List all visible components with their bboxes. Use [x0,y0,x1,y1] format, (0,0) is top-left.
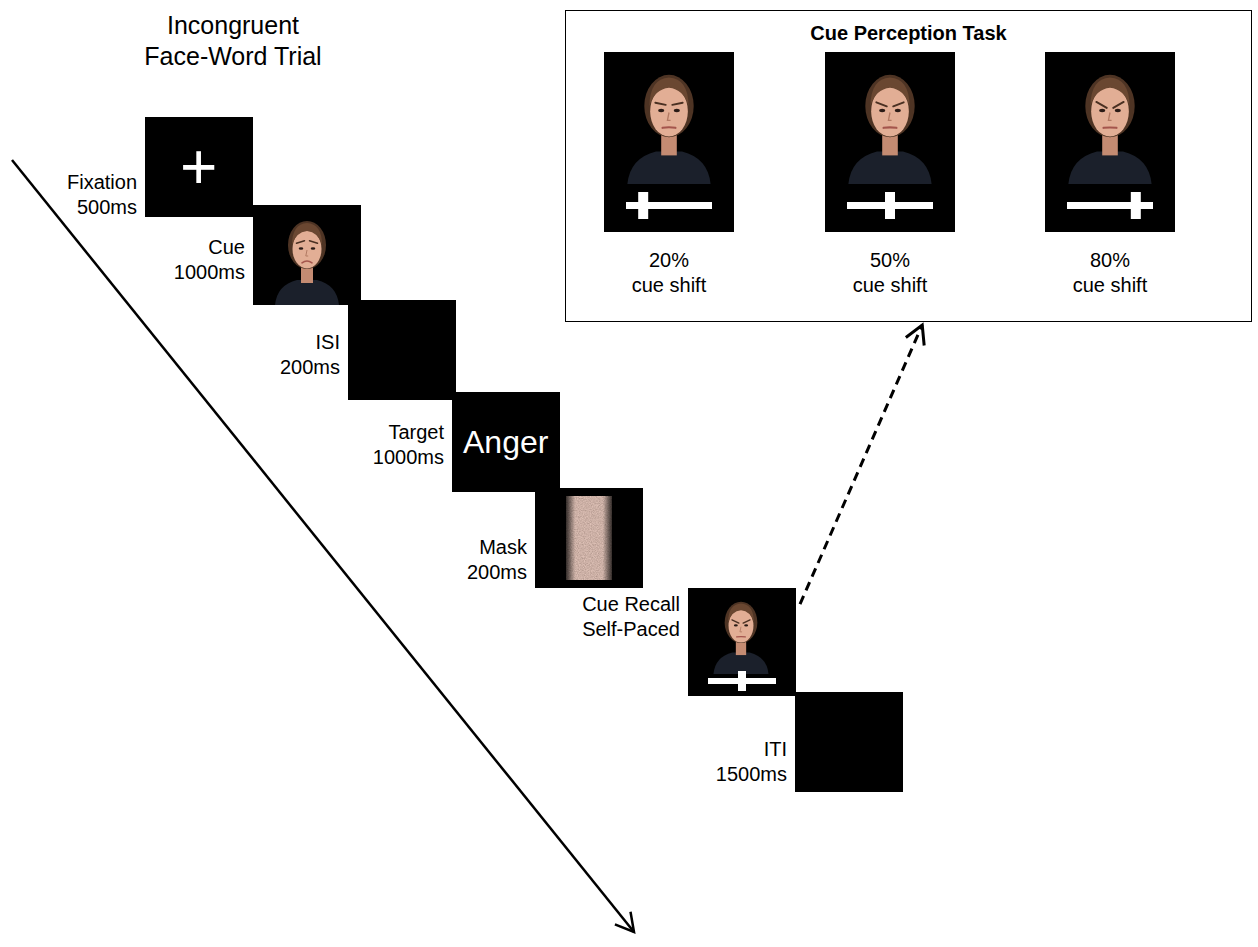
target-word: Anger [463,426,548,458]
screen-label: ITI 1500ms [713,737,787,787]
connector-line [800,325,922,604]
noise-mask [535,488,643,588]
arrowhead [906,325,924,345]
face-photo [688,588,796,696]
screen-label: Target 1000ms [370,420,444,470]
screen-label: Cue Recall Self-Paced [580,592,680,642]
trial-screen: Cue Recall Self-Paced [688,588,796,696]
face-panel: 20% cue shift [604,52,734,232]
trial-screen: Target 1000msAnger [452,392,560,492]
trial-screen: Fixation 500ms+ [145,117,253,217]
shift-label: 80% cue shift [1072,248,1149,298]
screen-label: Cue 1000ms [171,235,245,285]
face-photo [253,205,361,305]
shift-label: 50% cue shift [852,248,929,298]
panel-title: Cue Perception Task [808,21,1009,46]
dashed-arrow [800,325,924,604]
diagram-title: Incongruent Face-Word Trial [143,10,323,73]
trial-screen: ISI 200ms [348,300,456,400]
fixation-cross: + [180,135,217,199]
trial-screen: Mask 200ms [535,488,643,588]
time-arrowhead [615,912,634,932]
trial-screen: ITI 1500ms [795,692,903,792]
face-photo [604,52,734,232]
screen-label: ISI 200ms [277,330,340,380]
face-panel: 50% cue shift [825,52,955,232]
face-panel: 80% cue shift [1045,52,1175,232]
screen-label: Fixation 500ms [64,170,137,220]
face-photo [825,52,955,232]
shift-label: 20% cue shift [631,248,708,298]
screen-label: Mask 200ms [464,535,527,585]
trial-screen: Cue 1000ms [253,205,361,305]
task-panel: Cue Perception Task 20% cue shift 50% cue … [565,10,1252,322]
face-photo [1045,52,1175,232]
